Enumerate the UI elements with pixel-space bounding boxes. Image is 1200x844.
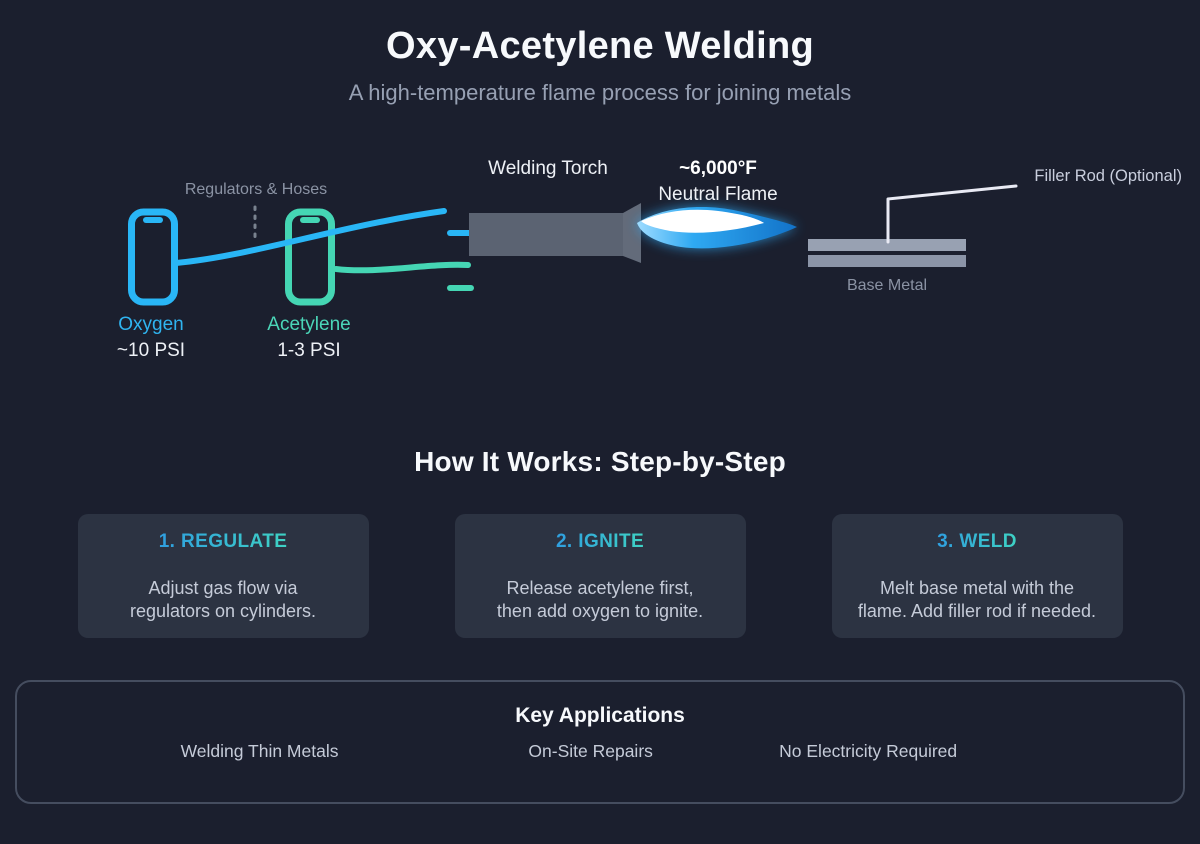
step-card-regulate: 1. REGULATE Adjust gas flow via regulato… [77, 513, 369, 638]
welding-diagram-canvas [128, 184, 1018, 306]
page-title: Oxy-Acetylene Welding [386, 25, 814, 67]
step-description: Melt base metal with the flame. Add fill… [857, 577, 1097, 622]
steps-section-heading: How It Works: Step-by-Step [414, 445, 786, 477]
regulators-hoses-label: Regulators & Hoses [184, 180, 328, 198]
acetylene-pressure-label: 1-3 PSI [277, 339, 341, 361]
step-card-weld: 3. WELD Melt base metal with the flame. … [831, 513, 1123, 638]
oxygen-cylinder-label: Oxygen [118, 313, 184, 335]
filler-rod-label: Filler Rod (Optional) [1034, 166, 1182, 185]
welding-process-diagram: Regulators & Hoses Welding Torch ~6,000°… [0, 106, 1200, 426]
step-description: Adjust gas flow via regulators on cylind… [129, 577, 317, 622]
oxygen-hose [173, 207, 447, 266]
key-applications-list: Welding Thin Metals On-Site Repairs No E… [17, 741, 1183, 762]
filler-rod-line [886, 184, 1018, 244]
step-card-ignite: 2. IGNITE Release acetylene first, then … [454, 513, 746, 638]
page-subtitle: A high-temperature flame process for joi… [348, 79, 852, 105]
application-item-spacer [1057, 741, 1183, 762]
step-description: Release acetylene first, then add oxygen… [496, 577, 704, 622]
application-item: On-Site Repairs [528, 740, 653, 761]
acetylene-cylinder-icon [285, 208, 335, 306]
step-title: 1. REGULATE [158, 530, 288, 552]
base-metal-shape [808, 238, 966, 267]
steps-cards-row: 1. REGULATE Adjust gas flow via regulato… [0, 513, 1200, 638]
acetylene-hose [333, 261, 471, 273]
flame-inner-cone [641, 209, 764, 233]
flame-type-label: Neutral Flame [658, 183, 778, 205]
welding-torch-label: Welding Torch [488, 157, 608, 179]
application-item: No Electricity Required [779, 740, 958, 761]
oxygen-cylinder-icon [128, 208, 178, 306]
application-item: Welding Thin Metals [180, 740, 339, 761]
step-title: 2. IGNITE [555, 530, 645, 552]
acetylene-cylinder-label: Acetylene [267, 313, 351, 335]
oxygen-pressure-label: ~10 PSI [116, 339, 186, 361]
flame-temperature-label: ~6,000°F [679, 157, 757, 179]
header: Oxy-Acetylene Welding A high-temperature… [0, 0, 1200, 106]
key-applications-panel: Key Applications Welding Thin Metals On-… [15, 679, 1185, 804]
step-title: 3. WELD [937, 530, 1017, 552]
welding-torch-shape [469, 202, 641, 263]
key-applications-heading: Key Applications [515, 703, 685, 727]
base-metal-label: Base Metal [846, 276, 928, 294]
